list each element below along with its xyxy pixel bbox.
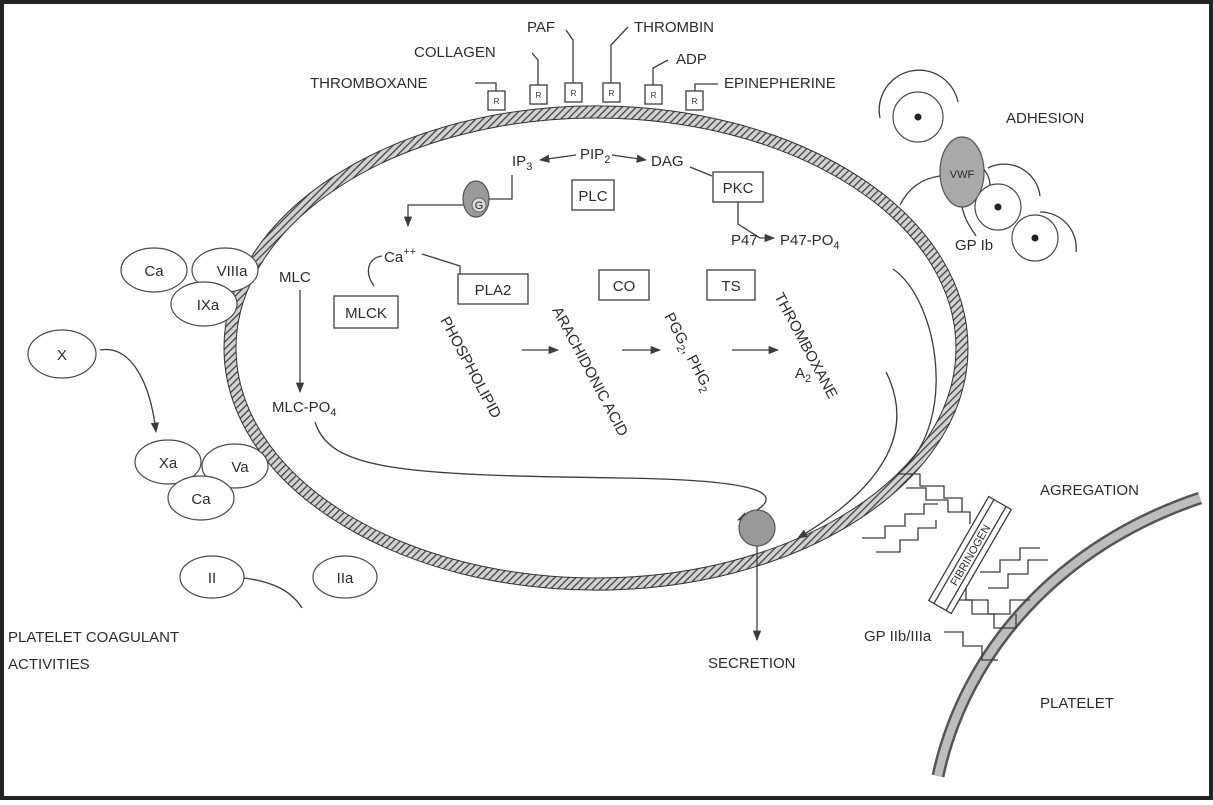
pkc-box <box>712 171 764 203</box>
agonist-epinephrine-label: EPINEPHERINE <box>724 75 836 92</box>
plc-box <box>571 179 615 211</box>
xa-label: Xa <box>159 455 178 472</box>
co-box <box>598 269 650 301</box>
receptor-label: R <box>609 89 615 98</box>
p47-label: P47 <box>731 232 758 249</box>
factor-ii-node <box>179 555 245 599</box>
platelet-membrane <box>223 105 969 591</box>
factor-x-label: X <box>57 347 67 364</box>
factor-ii-label: II <box>208 570 216 587</box>
mlck-label: MLCK <box>345 305 387 322</box>
phospholipid-label: PHOSPHOLIPID <box>436 314 504 421</box>
arachidonic-acid-label: ARACHIDONIC ACID <box>548 304 631 439</box>
gp-ib-label: GP Ib <box>955 237 993 254</box>
pgg2-phg2-label: PGG2, PHG2 <box>658 310 716 396</box>
secretion-granule <box>738 509 776 547</box>
receptor-1: R <box>487 90 506 111</box>
g-protein-label: G <box>475 200 484 212</box>
dag-label: DAG <box>651 153 684 170</box>
factor-iia-label: IIa <box>337 570 354 587</box>
ixa-label: IXa <box>197 297 220 314</box>
receptor-label: R <box>494 97 500 106</box>
mlck-box <box>333 295 399 329</box>
receptor-label: R <box>651 91 657 100</box>
pkc-label: PKC <box>723 180 754 197</box>
receptor-label: R <box>692 97 698 106</box>
receptor-label: R <box>536 91 542 100</box>
secretion-label: SECRETION <box>708 655 796 672</box>
prothrombinase-ca-label: Ca <box>191 491 211 508</box>
receptor-6: R <box>685 90 704 111</box>
p47-po4-label: P47-PO4 <box>780 232 839 252</box>
receptor-2: R <box>529 84 548 105</box>
vwf-label: VWF <box>950 169 975 181</box>
adhesion-label: ADHESION <box>1006 110 1084 127</box>
g-protein-icon: G <box>462 180 490 218</box>
coagulant-activities-label-line1: PLATELET COAGULANT <box>8 629 179 646</box>
mlc-label: MLC <box>279 269 311 286</box>
tenase-ca-label: Ca <box>144 263 164 280</box>
factor-x-node <box>27 329 97 379</box>
viiia-label: VIIIa <box>217 263 249 280</box>
receptor-label: R <box>571 89 577 98</box>
agonist-paf-label: PAF <box>527 19 555 36</box>
pla2-label: PLA2 <box>475 282 512 299</box>
platelet-label: PLATELET <box>1040 695 1114 712</box>
ip3-label: IP3 <box>512 153 532 173</box>
ts-label: TS <box>721 278 740 295</box>
receptor-3: R <box>564 82 583 103</box>
co-label: CO <box>613 278 636 295</box>
pip2-label: PIP2 <box>580 146 610 166</box>
agonist-thromboxane-label: THROMBOXANE <box>310 75 428 92</box>
plc-label: PLC <box>578 188 607 205</box>
gp-iib-iiia-receptors <box>862 473 1048 661</box>
receptor-4: R <box>602 82 621 103</box>
pla2-box <box>457 273 529 305</box>
thromboxane-a2-sub-label: A2 <box>795 365 811 385</box>
adhesion-cells <box>878 69 1077 262</box>
agonist-thrombin-label: THROMBIN <box>634 19 714 36</box>
receptor-5: R <box>644 84 663 105</box>
factor-iia-node <box>312 555 378 599</box>
va-label: Va <box>231 459 249 476</box>
coagulant-activities-label-line2: ACTIVITIES <box>8 656 90 673</box>
calcium-ion-label: Ca++ <box>384 246 416 266</box>
tenase-complex: Ca VIIIa IXa <box>120 247 259 327</box>
agonist-collagen-label: COLLAGEN <box>414 44 496 61</box>
mlc-po4-label: MLC-PO4 <box>272 399 336 419</box>
gp-iib-iiia-label: GP IIb/IIIa <box>864 628 932 645</box>
aggregation-label: AGREGATION <box>1040 482 1139 499</box>
prothrombinase-complex: Xa Va Ca <box>134 439 269 521</box>
agonist-adp-label: ADP <box>676 51 707 68</box>
ts-box <box>706 269 756 301</box>
